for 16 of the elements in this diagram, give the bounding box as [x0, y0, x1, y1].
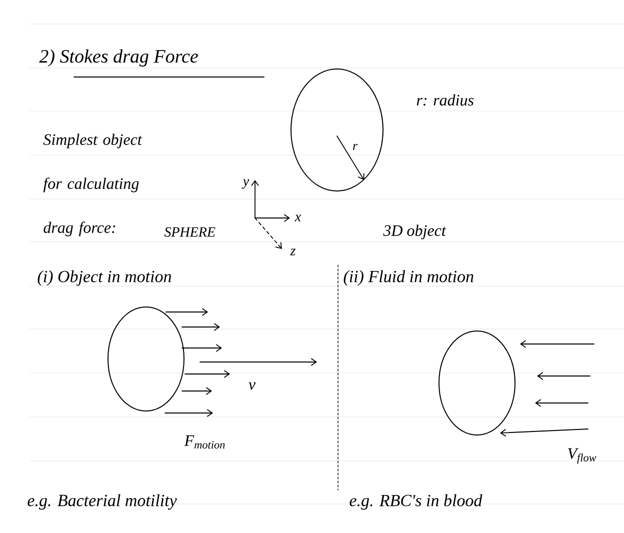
note-text: Simplest object for calculating drag force: — [43, 134, 142, 236]
example-text: e.g. RBC's in blood — [350, 494, 482, 510]
section-heading: (ii) Fluid in motion — [344, 270, 474, 286]
axis-label: x — [294, 214, 302, 222]
radius-label: r — [353, 144, 358, 150]
force-label: F$_{motion}$ — [184, 435, 225, 449]
note-text: r: radius — [416, 94, 474, 106]
axis-label: y — [242, 179, 250, 189]
note-text: 3D object — [383, 224, 446, 240]
title: 2) Stokes drag Force — [39, 49, 264, 78]
example-text: e.g. Bacterial motility — [28, 494, 177, 510]
note-text: SPHERE — [164, 227, 216, 237]
flow-label: V$_{flow}$ — [568, 448, 596, 464]
section-heading: (i) Object in motion — [38, 270, 172, 286]
velocity-label: v — [248, 382, 256, 390]
axis-label: z — [290, 248, 296, 256]
